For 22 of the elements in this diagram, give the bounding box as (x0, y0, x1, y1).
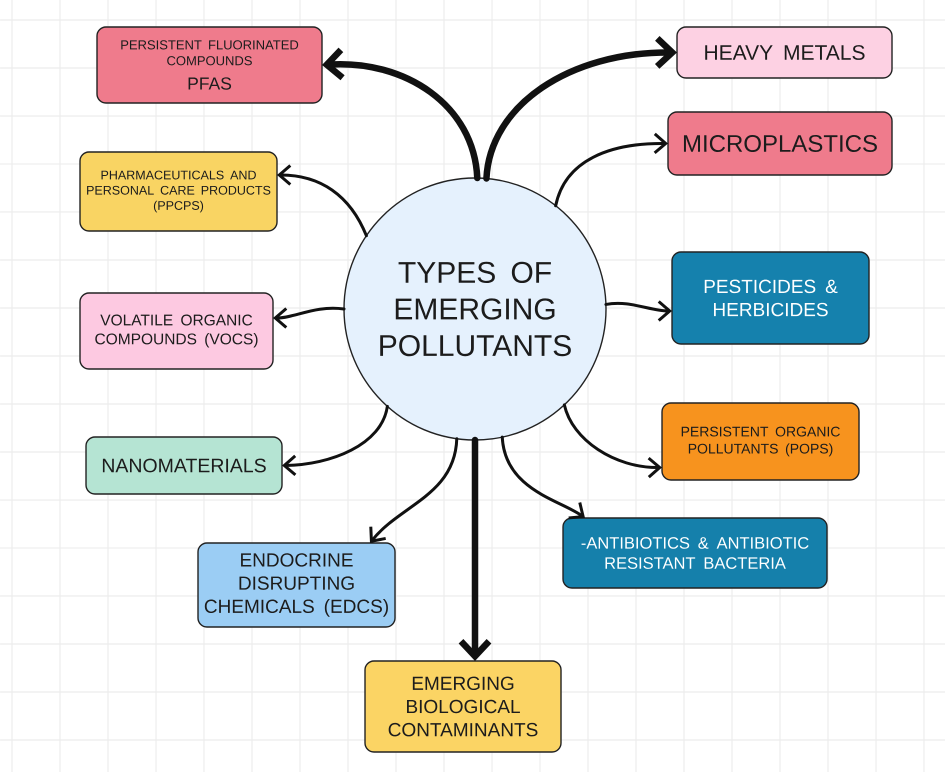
arrow (369, 437, 458, 543)
category-box: MICROPLASTICS (667, 111, 893, 176)
category-box: PESTICIDES & HERBICIDES (671, 251, 870, 345)
arrow (322, 48, 481, 182)
category-box: HEAVY METALS (676, 26, 893, 79)
category-box: PERSISTENT FLUORINATED COMPOUNDS PFAS (96, 26, 323, 104)
category-box: PERSISTENT ORGANIC POLLUTANTS (POPS) (661, 402, 860, 481)
arrow (500, 436, 586, 520)
category-box: EMERGING BIOLOGICAL CONTAMINANTS (364, 660, 562, 753)
arrow (277, 164, 368, 238)
arrow (483, 36, 677, 182)
arrow (562, 403, 662, 478)
category-box: NANOMATERIALS (85, 436, 283, 495)
arrow (273, 306, 346, 329)
arrow (282, 404, 389, 476)
arrow (458, 436, 492, 661)
category-box: PHARMACEUTICALS AND PERSONAL CARE PRODUCTS (PPCPS) (79, 151, 278, 232)
arrow (554, 132, 668, 208)
category-box: VOLATILE ORGANIC COMPOUNDS (VOCS) (79, 292, 274, 370)
category-box: ENDOCRINE DISRUPTING CHEMICALS (EDCS) (197, 542, 396, 628)
category-box: -ANTIBIOTICS & ANTIBIOTIC RESISTANT BACTERIA (562, 517, 828, 589)
arrow (604, 300, 672, 322)
